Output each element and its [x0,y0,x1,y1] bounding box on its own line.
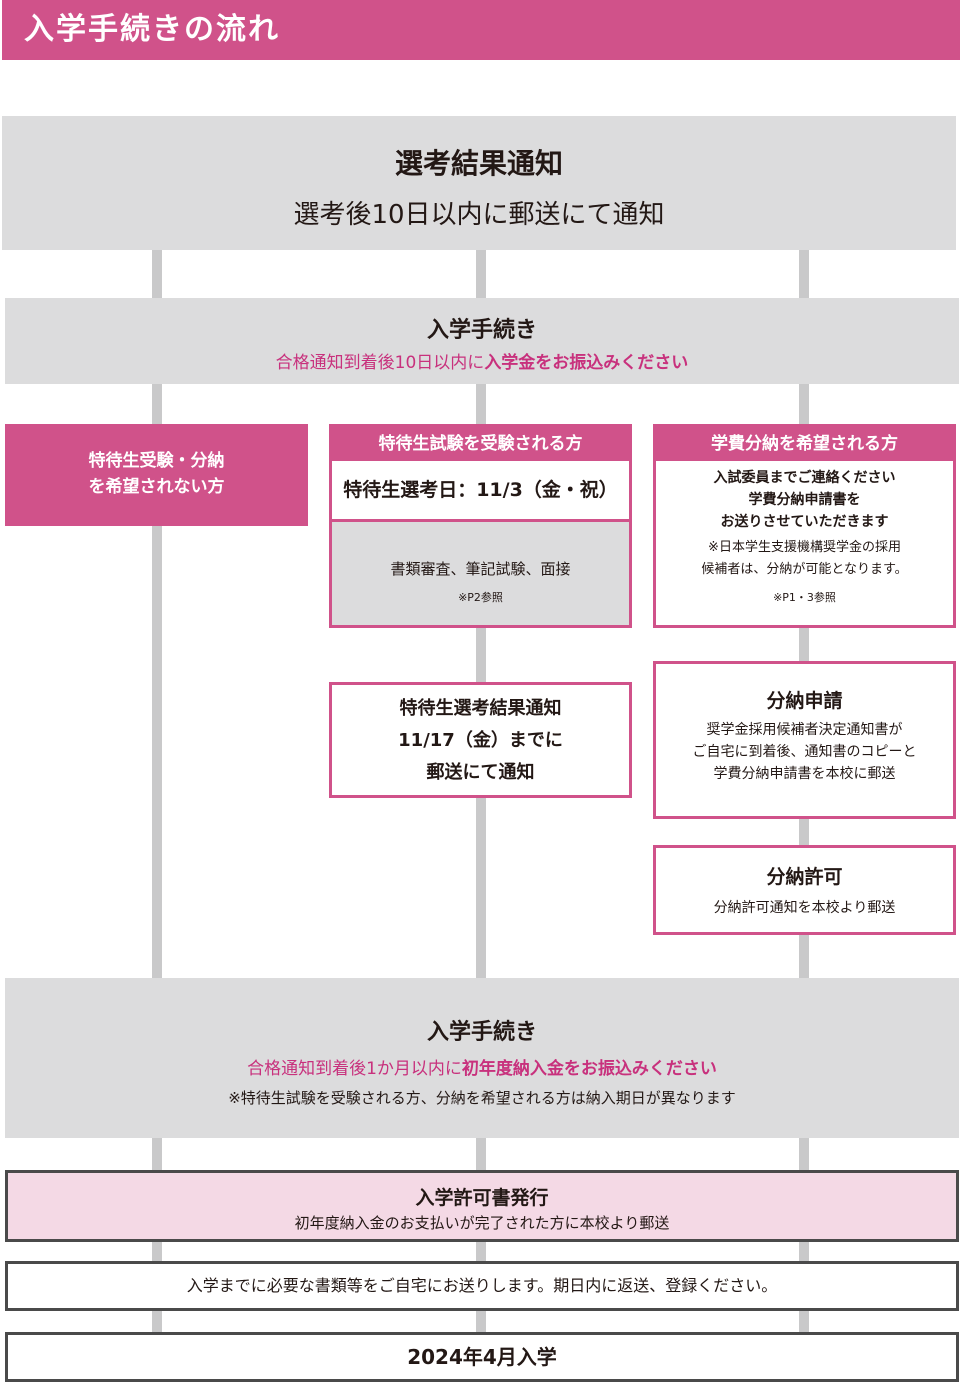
col-scholarship-exam-header: 特待生試験を受験される方 [332,427,629,461]
col-no-scholarship-box: 特待生受験・分納 を希望されない方 [5,424,308,526]
step-enrollment-procedure-subtitle: 合格通知到着後10日以内に入学金をお振込みください [5,348,959,373]
col-installment-contact: 入試委員までご連絡ください 学費分納申請書を お送りさせていただきます [656,467,953,533]
col-installment-apply-title: 分納申請 [766,690,843,712]
step-first-year-payment-sub-bold: 初年度納入金をお振込みください [461,1059,717,1079]
col-installment-note-line2: 候補者は、分納が可能となります。 [701,562,908,577]
col-installment-box: 学費分納を希望される方 入試委員までご連絡ください 学費分納申請書を お送りさせ… [653,424,956,628]
col-installment-apply-line1: 奨学金採用候補者決定通知書が [706,722,903,738]
col-scholarship-result-line1: 特待生選考結果通知 [399,698,562,719]
connector-line-left [152,250,162,1340]
step-first-year-payment-note: ※特待生試験を受験される方、分納を希望される方は納入期日が異なります [228,1089,736,1107]
col-installment-note-line1: ※日本学生支援機構奨学金の採用 [708,540,901,555]
col-scholarship-result-line2: 11/17（金）までに [398,730,563,751]
col-no-scholarship-line1: 特待生受験・分納 [88,451,225,471]
col-scholarship-result-line3: 郵送にて通知 [426,762,535,783]
col-installment-contact-line1: 入試委員までご連絡ください [713,470,896,486]
col-installment-apply-text: 奨学金採用候補者決定通知書が ご自宅に到着後、通知書のコピーと 学費分納申請書を… [656,719,953,785]
col-installment-note: ※日本学生支援機構奨学金の採用 候補者は、分納が可能となります。 [656,537,953,581]
col-installment-apply-line3: 学費分納申請書を本校に郵送 [713,766,896,782]
col-installment-permit-text: 分納許可通知を本校より郵送 [713,900,896,916]
col-installment-contact-line2: 学費分納申請書を [748,492,861,508]
col-installment-apply-box: 分納申請 奨学金採用候補者決定通知書が ご自宅に到着後、通知書のコピーと 学費分… [653,661,956,819]
col-scholarship-result-box: 特待生選考結果通知 11/17（金）までに 郵送にて通知 [329,682,632,798]
step-selection-result: 選考結果通知 選考後10日以内に郵送にて通知 [2,116,956,250]
step-enrollment-procedure: 入学手続き 合格通知到着後10日以内に入学金をお振込みください [5,298,959,384]
step-documents-text: 入学までに必要な書類等をご自宅にお送りします。期日内に返送、登録ください。 [186,1276,778,1295]
step-enrollment-procedure-title: 入学手続き [426,318,537,343]
col-installment-permit-title: 分納許可 [766,866,843,888]
step-admission-permit: 入学許可書発行 初年度納入金のお支払いが完了された方に本校より郵送 [5,1170,959,1242]
col-scholarship-exam-date: 特待生選考日：11/3（金・祝） [332,461,629,522]
step-enrollment-procedure-sub-normal: 合格通知到着後10日以内に [275,353,485,373]
col-installment-contact-line3: お送りさせていただきます [720,514,889,530]
step-admission-date: 2024年4月入学 [5,1332,959,1382]
step-admission-date-text: 2024年4月入学 [407,1345,557,1369]
col-scholarship-exam-ref: ※P2参照 [458,591,503,604]
step-first-year-payment-title: 入学手続き [426,1020,537,1045]
step-selection-result-subtitle: 選考後10日以内に郵送にて通知 [293,200,665,230]
col-installment-apply-line2: ご自宅に到着後、通知書のコピーと [692,744,917,760]
page-title: 入学手続きの流れ [2,0,960,60]
step-selection-result-title: 選考結果通知 [394,147,563,180]
step-first-year-payment: 入学手続き 合格通知到着後1か月以内に初年度納入金をお振込みください ※特待生試… [5,978,959,1138]
step-admission-permit-subtitle: 初年度納入金のお支払いが完了された方に本校より郵送 [294,1214,670,1232]
step-admission-permit-title: 入学許可書発行 [415,1187,549,1209]
col-scholarship-exam-box: 特待生試験を受験される方 特待生選考日：11/3（金・祝） 書類審査、筆記試験、… [329,424,632,628]
col-installment-permit-box: 分納許可 分納許可通知を本校より郵送 [653,845,956,935]
col-installment-header: 学費分納を希望される方 [656,427,953,461]
col-scholarship-exam-content: 書類審査、筆記試験、面接 [390,560,571,578]
col-no-scholarship-line2: を希望されない方 [88,477,225,497]
step-enrollment-procedure-sub-bold: 入学金をお振込みください [484,353,689,373]
step-first-year-payment-sub-normal: 合格通知到着後1か月以内に [247,1059,462,1079]
step-documents: 入学までに必要な書類等をご自宅にお送りします。期日内に返送、登録ください。 [5,1261,959,1311]
step-first-year-payment-subtitle: 合格通知到着後1か月以内に初年度納入金をお振込みください [5,1054,959,1079]
col-installment-ref: ※P1・3参照 [773,591,836,604]
